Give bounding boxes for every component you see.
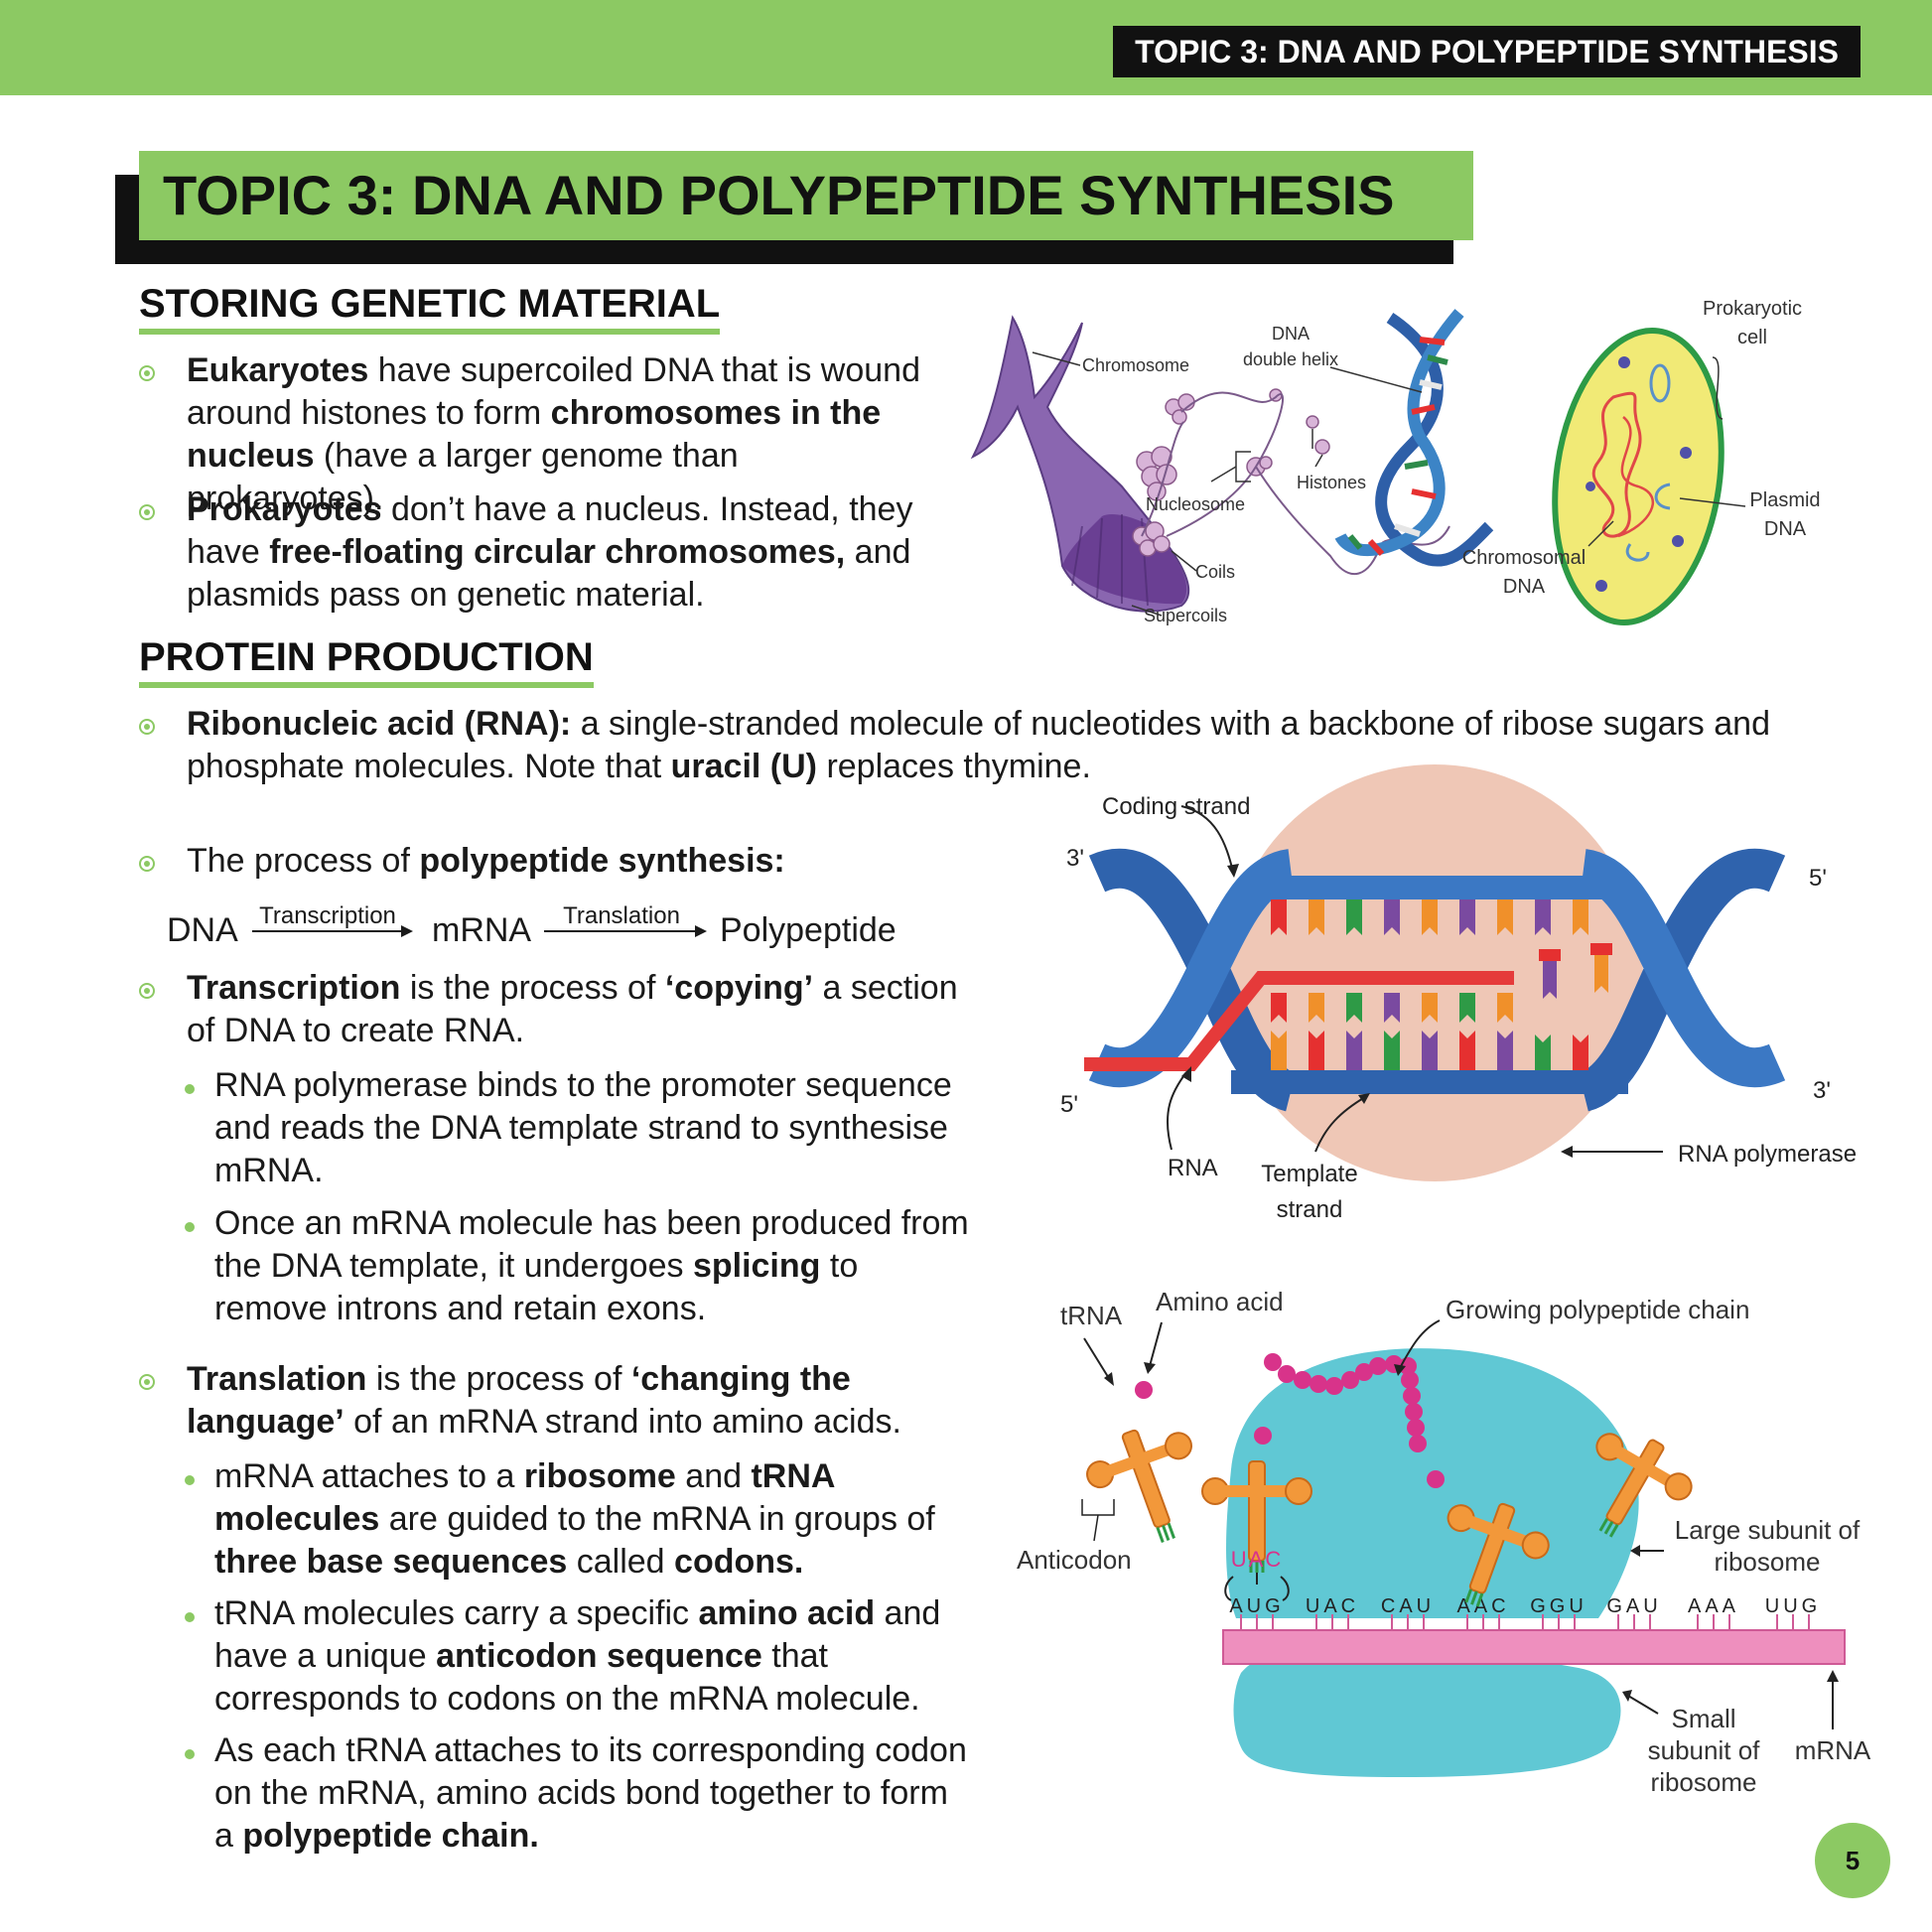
label-supercoils: Supercoils [1144, 606, 1227, 625]
sub-bullet-icon [185, 1475, 195, 1485]
heading-storing-genetic-material: STORING GENETIC MATERIAL [139, 282, 721, 335]
label-rna: RNA [1168, 1155, 1218, 1181]
label-amino-acid: Amino acid [1156, 1287, 1284, 1316]
label-plasmid-line2: DNA [1764, 518, 1807, 540]
para-polypeptide-chain: As each tRNA attaches to its correspondi… [214, 1731, 967, 1855]
figure-transcription: Coding strand 3' 5' 5' 3' RNA Template s… [1060, 764, 1857, 1223]
sub-bullet-icon [185, 1612, 195, 1622]
label-mrna: mRNA [1795, 1735, 1871, 1765]
flow-polypeptide: Polypeptide [720, 911, 897, 949]
label-rna-polymerase: RNA polymerase [1678, 1141, 1857, 1168]
para-eukaryotes: Eukaryotes have supercoiled DNA that is … [187, 351, 920, 517]
sub-bullet-icon [185, 1084, 195, 1094]
bullet-icon [139, 856, 155, 872]
label-template-line2: strand [1277, 1196, 1343, 1223]
bullet-icon [139, 1374, 155, 1390]
codon-5: GGU [1530, 1595, 1587, 1617]
label-prokaryotic-line1: Prokaryotic [1703, 298, 1802, 320]
label-dna-line1: DNA [1272, 324, 1310, 344]
sub-bullet-icon [185, 1749, 195, 1759]
para-prokaryotes: Prokaryotes don’t have a nucleus. Instea… [187, 490, 913, 614]
label-trna: tRNA [1060, 1301, 1123, 1330]
label-dna-line2: double helix [1243, 349, 1338, 369]
para-transcription: Transcription is the process of ‘copying… [187, 969, 958, 1049]
flow-diagram: DNA Transcription mRNA Translation Polyp… [167, 902, 897, 949]
bullet-icon [139, 719, 155, 735]
bullet-icon [139, 504, 155, 520]
figure-genetic-material: Chromosome Nucleosome Histones Coils Sup… [970, 298, 1821, 626]
bullet-icon [139, 983, 155, 999]
figure-translation: AUG UAC CAU AAC GGU GAU AAA UUG [1017, 1287, 1871, 1797]
heading-protein-production: PROTEIN PRODUCTION [139, 635, 594, 688]
page-title: TOPIC 3: DNA AND POLYPEPTIDE SYNTHESIS [163, 164, 1395, 226]
page-number: 5 [1815, 1823, 1890, 1898]
codon-3: CAU [1381, 1595, 1435, 1617]
label-nucleosome: Nucleosome [1146, 494, 1245, 514]
bullet-icon [139, 365, 155, 381]
header-topic-tab: TOPIC 3: DNA AND POLYPEPTIDE SYNTHESIS [1113, 26, 1861, 77]
flow-mrna: mRNA [432, 911, 531, 949]
label-chromosomal-line1: Chromosomal [1462, 547, 1586, 569]
label-coils: Coils [1195, 562, 1235, 582]
label-3prime-top-left: 3' [1066, 845, 1084, 872]
sub-bullet-icon [185, 1222, 195, 1232]
para-rna: Ribonucleic acid (RNA): a single-strande… [187, 705, 1770, 785]
label-anticodon: Anticodon [1017, 1545, 1132, 1575]
label-3prime-bottom-right: 3' [1813, 1077, 1831, 1104]
para-translation: Translation is the process of ‘changing … [187, 1360, 901, 1441]
codon-8: UUG [1765, 1595, 1821, 1617]
label-5prime-bottom-left: 5' [1060, 1091, 1078, 1118]
label-template-line1: Template [1261, 1161, 1357, 1187]
codon-6: GAU [1606, 1595, 1661, 1617]
codon-2: UAC [1306, 1595, 1359, 1617]
codon-7: AAA [1688, 1595, 1739, 1617]
label-large-subunit-line2: ribosome [1715, 1547, 1821, 1577]
title-box [139, 151, 1473, 240]
label-coding-strand: Coding strand [1102, 793, 1250, 820]
label-large-subunit-line1: Large subunit of [1675, 1515, 1861, 1545]
para-rna-polymerase: RNA polymerase binds to the promoter seq… [214, 1066, 952, 1189]
para-codons: mRNA attaches to a ribosome and tRNA mol… [214, 1457, 935, 1581]
label-growing-chain: Growing polypeptide chain [1446, 1295, 1749, 1324]
flow-dna: DNA [167, 911, 238, 949]
label-prokaryotic-line2: cell [1737, 327, 1767, 348]
flow-transcription: Transcription [259, 902, 396, 929]
label-small-subunit-line1: Small [1671, 1704, 1735, 1733]
label-small-subunit-line2: subunit of [1648, 1735, 1761, 1765]
label-5prime-top-right: 5' [1809, 865, 1827, 892]
para-anticodon: tRNA molecules carry a specific amino ac… [214, 1594, 941, 1718]
label-chromosome: Chromosome [1082, 355, 1189, 375]
label-uac: UAC [1231, 1547, 1283, 1572]
label-chromosomal-line2: DNA [1503, 576, 1546, 598]
codon-1: AUG [1229, 1595, 1284, 1617]
para-process: The process of polypeptide synthesis: [187, 842, 785, 880]
label-histones: Histones [1297, 473, 1366, 492]
label-small-subunit-line3: ribosome [1651, 1767, 1757, 1797]
codon-4: AAC [1456, 1595, 1509, 1617]
label-plasmid-line1: Plasmid [1749, 489, 1820, 511]
flow-translation: Translation [563, 902, 680, 929]
para-splicing: Once an mRNA molecule has been produced … [214, 1204, 969, 1327]
